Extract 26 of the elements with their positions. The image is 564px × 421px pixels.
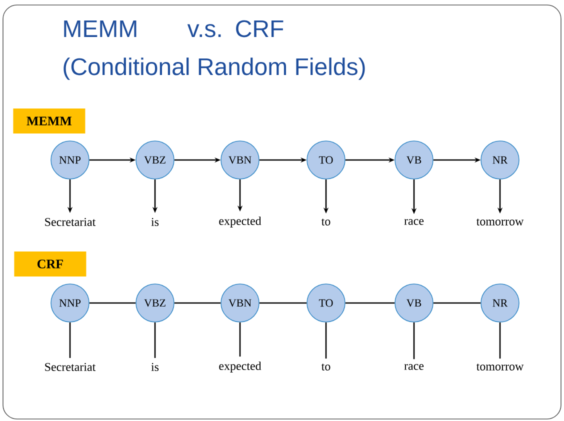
word-label: tomorrow [476, 364, 524, 370]
word-label: to [321, 218, 330, 226]
section-label: MEMM [13, 108, 86, 134]
connector-line [174, 302, 221, 304]
word-label: race [404, 364, 424, 370]
connector-line [345, 302, 395, 304]
title: MEMM v.s. CRF (Conditional Random Fields) [64, 20, 365, 80]
connector-line [259, 302, 307, 304]
connector-line [325, 322, 327, 359]
word-label: expected [219, 216, 262, 228]
word-label: race [404, 219, 424, 225]
word-label: tomorrow [476, 218, 524, 226]
connector-line [154, 322, 156, 358]
word-label: to [321, 364, 330, 370]
connector-line [69, 322, 71, 358]
connector-line [89, 302, 136, 304]
word-label: Secretariat [45, 362, 96, 372]
connector-line [239, 322, 241, 357]
section-label: CRF [14, 252, 86, 276]
word-label: Secretariat [45, 218, 96, 226]
connector-line [433, 302, 481, 304]
word-label: expected [219, 362, 262, 372]
word-label: is [151, 218, 159, 226]
word-label: is [151, 362, 159, 372]
connector-line [413, 322, 415, 360]
connector-line [499, 322, 501, 359]
